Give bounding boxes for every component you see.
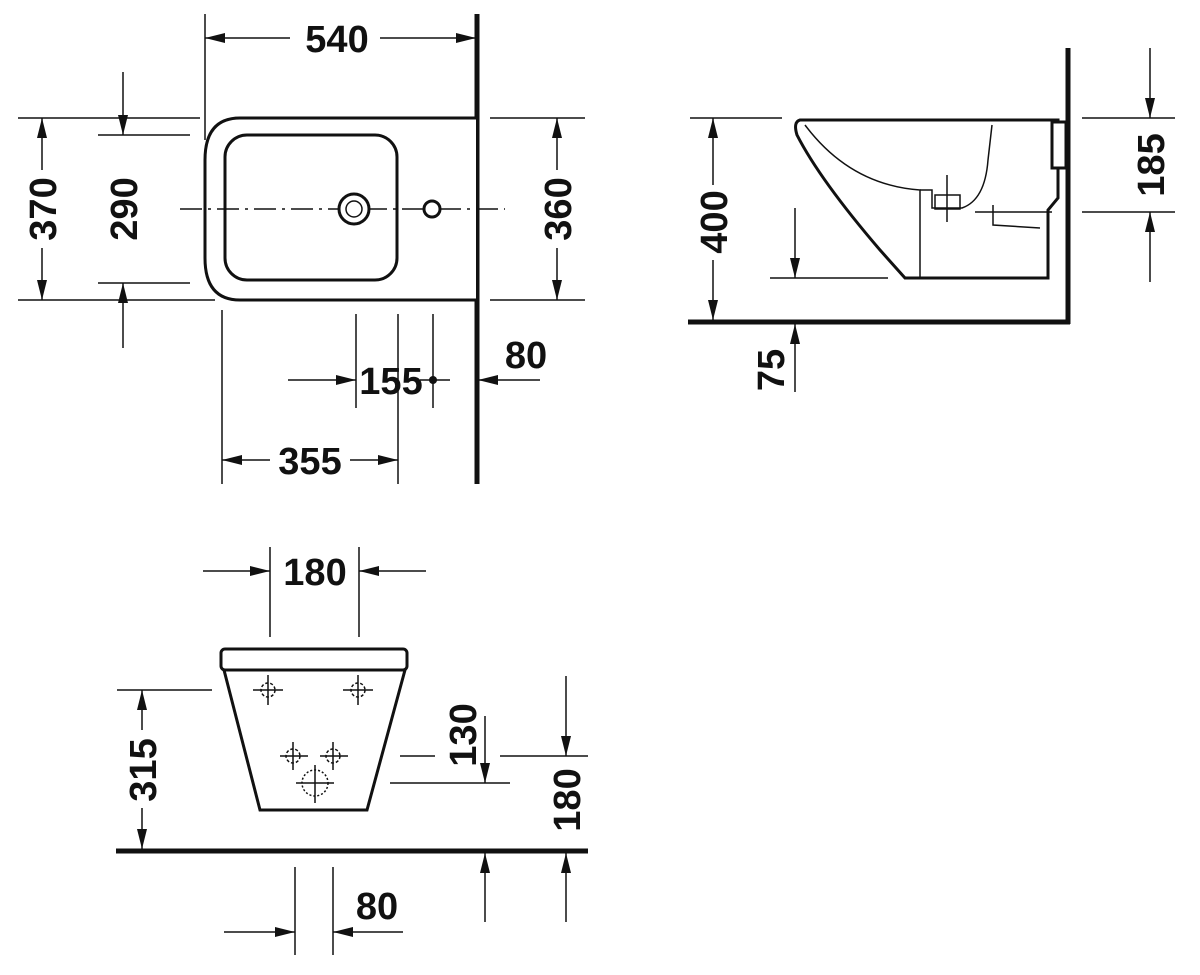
wall-bracket [1050,120,1068,170]
fixing-points [253,675,373,803]
dim-dot [429,376,437,384]
dim-wall-tap: 80 [505,335,547,377]
outlet-pipe [920,124,993,209]
dim-floor-offset: 75 [751,349,793,391]
body-outline [222,668,407,812]
top-view: 540 370 290 360 155 80 355 [18,14,585,484]
dim-outlet-height: 185 [1131,133,1173,196]
dim-depth-wall: 360 [538,177,580,240]
inner-line [992,205,1041,229]
bowl-curve [804,124,921,278]
dim-supply-height: 180 [547,768,589,831]
dim-front-drain: 355 [278,441,341,483]
dim-drain-offset: 80 [356,886,398,928]
side-view: 400 75 185 [688,48,1175,392]
drain-inner [345,200,363,218]
front-view: 180 315 130 180 80 [116,547,589,955]
tap-hole-icon [422,199,442,219]
dim-tap-offset: 155 [359,361,422,403]
dim-bolt-spacing: 180 [283,552,346,594]
dim-depth-inner: 290 [104,177,146,240]
basin-outline [223,133,399,282]
rim-outline [219,647,409,672]
dim-depth-outer: 370 [23,177,65,240]
bidet-side-outline [794,118,1060,280]
dim-supply-above-drain: 130 [443,703,485,766]
dim-bolt-height: 315 [123,738,165,801]
dim-width: 540 [305,19,368,61]
drain-icon [337,192,371,226]
dim-rim-height: 400 [694,190,736,253]
